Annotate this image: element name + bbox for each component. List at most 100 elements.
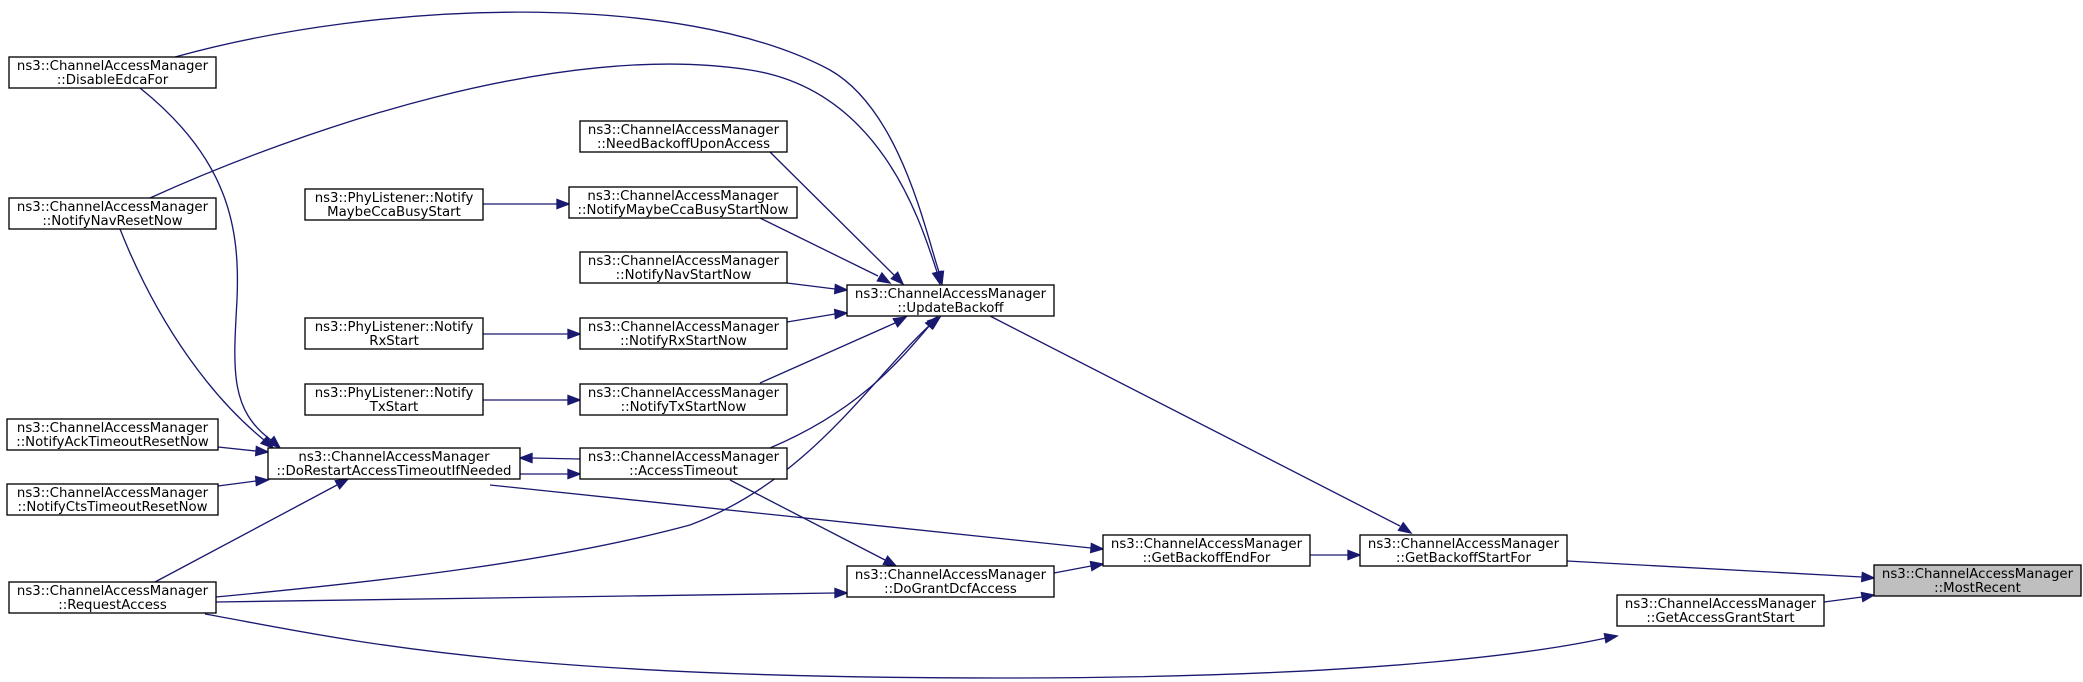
edge-rxstartnow-to-updatebackoff [786,308,849,323]
edge-arrowhead [567,328,582,340]
edge-navstart-to-updatebackoff [786,282,849,295]
node-label-line2: ::DisableEdcaFor [57,73,169,88]
edge-needbackoff-to-updatebackoff [769,151,905,286]
node-phytx[interactable]: ns3::PhyListener::NotifyTxStart [304,383,484,416]
edge-line [119,228,265,441]
node-label-line2: ::GetBackoffStartFor [1396,551,1532,566]
node-label-line2: ::DoGrantDcfAccess [884,582,1017,597]
node-box [304,383,484,416]
node-dorestart[interactable]: ns3::ChannelAccessManager::DoRestartAcce… [267,447,521,480]
node-backoffend[interactable]: ns3::ChannelAccessManager::GetBackoffEnd… [1102,534,1311,567]
edge-line [217,446,257,452]
edge-line [217,480,257,487]
node-label-line1: ns3::ChannelAccessManager [588,320,780,335]
edge-line [154,484,338,583]
node-box [1873,564,2082,597]
edge-arrowhead [882,555,898,567]
node-label-line1: ns3::PhyListener::Notify [315,191,474,206]
node-rxstartnow[interactable]: ns3::ChannelAccessManager::NotifyRxStart… [579,317,788,350]
node-txstartnow[interactable]: ns3::ChannelAccessManager::NotifyTxStart… [579,383,788,416]
edge-arrowhead [259,435,275,450]
edge-txstartnow-to-updatebackoff [759,316,908,384]
node-label-line1: ns3::ChannelAccessManager [855,568,1047,583]
node-box [579,317,788,350]
node-navstart[interactable]: ns3::ChannelAccessManager::NotifyNavStar… [579,251,788,284]
edge-arrowhead [833,283,849,295]
node-box [1616,594,1825,627]
edge-line [769,151,896,277]
edge-line [729,479,886,561]
node-label-line2: ::AccessTimeout [629,464,738,479]
edge-dorestart-to-backoffend [489,484,1105,554]
edge-navreset-to-updatebackoff [149,63,943,286]
edge-disableedca-to-updatebackoff [174,11,945,286]
node-needbackoff[interactable]: ns3::ChannelAccessManager::NeedBackoffUp… [579,120,788,153]
node-box [304,188,484,221]
node-updatebackoff[interactable]: ns3::ChannelAccessManager::UpdateBackoff [846,284,1055,317]
node-accesstimeout[interactable]: ns3::ChannelAccessManager::AccessTimeout [579,447,788,480]
node-label-line2: ::NotifyNavStartNow [616,268,752,283]
edge-line [759,217,879,277]
edge-arrowhead [876,271,892,284]
node-ctstimeout[interactable]: ns3::ChannelAccessManager::NotifyCtsTime… [6,483,219,516]
node-acktimeout[interactable]: ns3::ChannelAccessManager::NotifyAckTime… [6,418,219,451]
node-backoffstart[interactable]: ns3::ChannelAccessManager::GetBackoffSta… [1359,534,1568,567]
edge-arrowhead [834,587,849,599]
edge-phyccabusy-to-ccabusynow [483,198,571,210]
edge-arrowhead [931,270,943,286]
edge-arrowhead [1089,542,1105,554]
edge-disableedca-to-dorestart [139,87,282,450]
edge-arrowhead [334,478,350,490]
edge-arrowhead [926,315,942,330]
node-phyrx[interactable]: ns3::PhyListener::NotifyRxStart [304,317,484,350]
node-label-line1: ns3::ChannelAccessManager [855,287,1047,302]
node-box [846,565,1055,598]
edge-line [204,613,1607,679]
node-label-line1: ns3::ChannelAccessManager [17,421,209,436]
edge-accesstimeout-to-dorestart [518,452,581,464]
edge-line [489,484,1092,549]
node-ccabusynow[interactable]: ns3::ChannelAccessManager::NotifyMaybeCc… [568,186,798,219]
node-accessgrant[interactable]: ns3::ChannelAccessManager::GetAccessGran… [1616,594,1825,627]
edge-arrowhead [892,316,908,328]
edge-accesstimeout-to-dograntdcf [729,479,898,567]
edge-line [1823,596,1863,603]
edge-phytx-to-txstartnow [483,394,582,406]
node-label-line1: ns3::ChannelAccessManager [1625,597,1817,612]
node-phyccabusy[interactable]: ns3::PhyListener::NotifyMaybeCcaBusyStar… [304,188,484,221]
node-box [8,581,217,614]
edge-arrowhead [254,475,270,487]
node-label-line2: ::NeedBackoffUponAccess [597,137,770,152]
node-dograntdcf[interactable]: ns3::ChannelAccessManager::DoGrantDcfAcc… [846,565,1055,598]
node-box [267,447,521,480]
edge-arrowhead [833,308,849,320]
node-navreset[interactable]: ns3::ChannelAccessManager::NotifyNavRese… [8,197,217,230]
node-label-line2: ::NotifyCtsTimeoutResetNow [17,500,207,515]
edge-updatebackoff-to-backoffstart [989,315,1413,535]
edge-ccabusynow-to-updatebackoff [759,217,892,284]
node-label-line1: ns3::PhyListener::Notify [315,320,474,335]
node-box [6,418,219,451]
node-label-line1: ns3::ChannelAccessManager [298,450,490,465]
edge-arrowhead [266,435,282,450]
node-label-line1: ns3::ChannelAccessManager [17,486,209,501]
node-disableedca[interactable]: ns3::ChannelAccessManager::DisableEdcaFo… [8,56,217,89]
edge-arrowhead [890,271,905,286]
edge-line [531,457,581,460]
node-requestaccess[interactable]: ns3::ChannelAccessManager::RequestAccess [8,581,217,614]
node-box [579,383,788,416]
node-label-line2: ::NotifyMaybeCcaBusyStartNow [578,203,789,218]
node-label-line1: ns3::ChannelAccessManager [588,386,780,401]
edge-line [1053,565,1092,574]
edge-arrowhead [567,468,582,480]
node-label-line1: ns3::ChannelAccessManager [17,59,209,74]
node-label-line2: ::GetBackoffEndFor [1143,551,1271,566]
edge-arrowhead [1089,560,1105,572]
node-label-line2: ::RequestAccess [58,598,167,613]
edge-acktimeout-to-dorestart [217,445,270,457]
node-mostrecent[interactable]: ns3::ChannelAccessManager::MostRecent [1873,564,2082,597]
edges-layer [119,11,1876,679]
node-label-line2: MaybeCcaBusyStart [327,205,461,220]
edge-arrowhead [1603,632,1619,644]
